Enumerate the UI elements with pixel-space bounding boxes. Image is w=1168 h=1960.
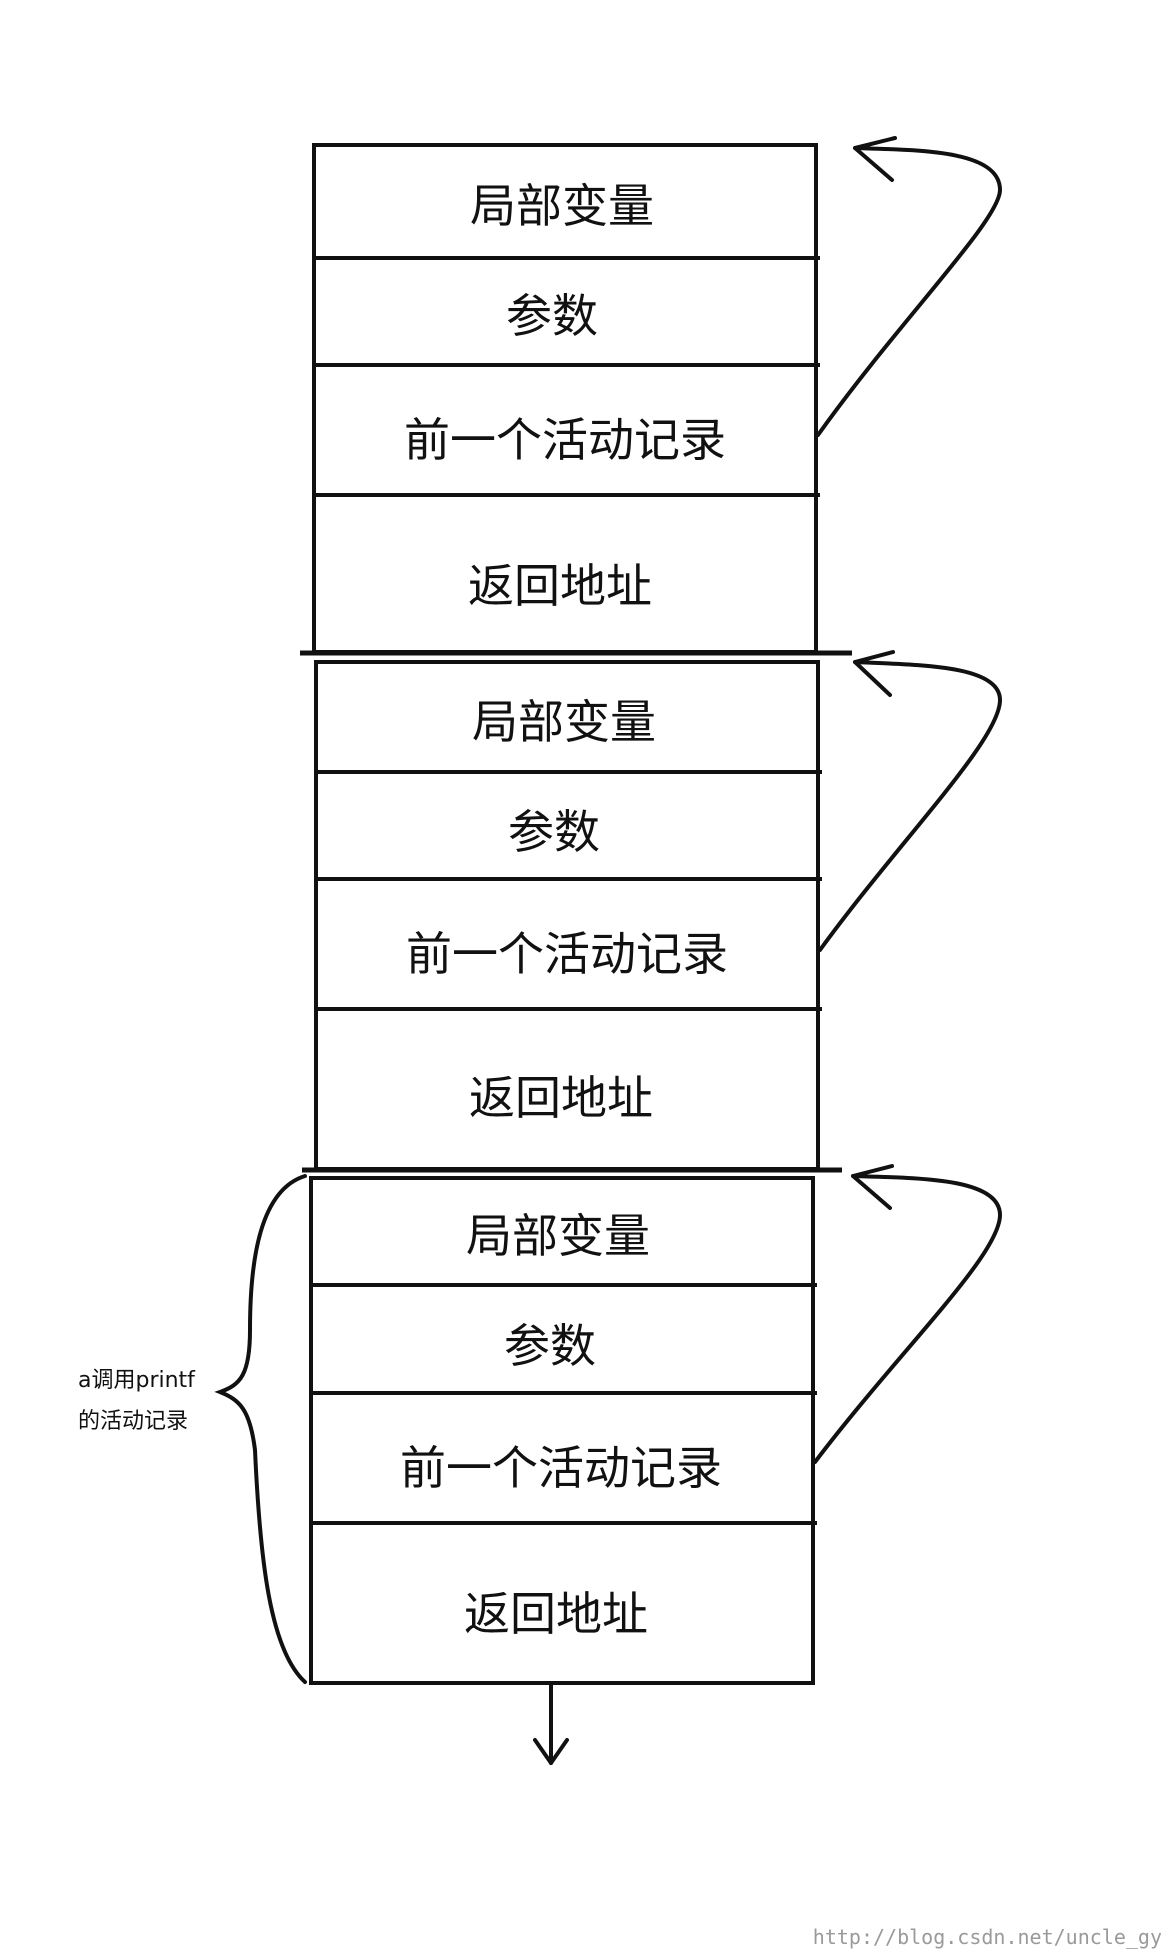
prev-record-link-arrow-1 <box>816 146 1002 437</box>
frame-2-prev-record-label: 前一个活动记录 <box>406 927 728 981</box>
frame-1-prev-record-label: 前一个活动记录 <box>404 413 726 467</box>
frame-3-brace <box>214 1174 307 1684</box>
arrowhead-2-icon <box>853 650 895 697</box>
arrowhead-1-icon <box>853 136 897 182</box>
frame-3-return-addr-label: 返回地址 <box>464 1587 648 1641</box>
frame-1-params-label: 参数 <box>506 289 598 343</box>
frame-2-params-label: 参数 <box>508 805 600 859</box>
frame-3-local-vars-label: 局部变量 <box>466 1209 650 1263</box>
prev-record-link-arrow-3 <box>813 1174 1002 1464</box>
arrow-down-icon <box>533 1738 569 1765</box>
frame-1-local-vars-label: 局部变量 <box>470 179 654 233</box>
frame-3-prev-record-label: 前一个活动记录 <box>400 1441 722 1495</box>
watermark-url: http://blog.csdn.net/uncle_gy <box>813 1925 1162 1949</box>
prev-record-link-arrow-2 <box>818 660 1002 952</box>
frame-2-local-vars-label: 局部变量 <box>472 695 656 749</box>
brace-label-line-2: 的活动记录 <box>78 1409 188 1434</box>
brace-label-line-1: a调用printf <box>78 1368 196 1393</box>
frame-1-return-addr-label: 返回地址 <box>468 559 652 613</box>
arrowhead-3-icon <box>851 1164 894 1210</box>
frame-3-params-label: 参数 <box>504 1319 596 1373</box>
frame-3-outline <box>309 1176 815 1685</box>
stack-frame-3 <box>309 1176 817 1685</box>
frame-2-return-addr-label: 返回地址 <box>469 1071 653 1125</box>
